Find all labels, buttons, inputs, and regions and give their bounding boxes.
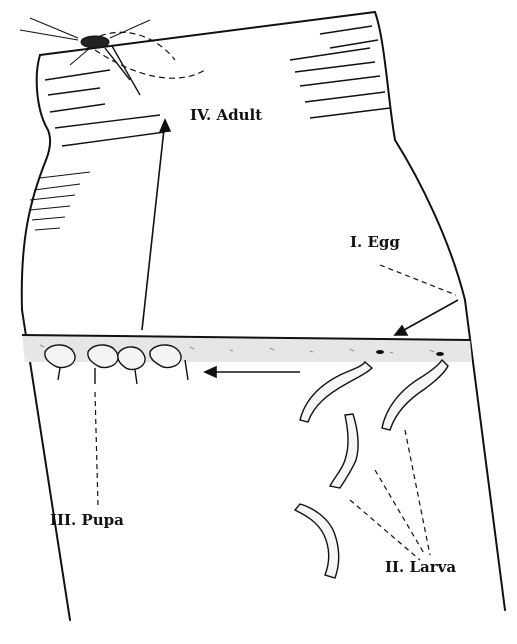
label-adult: IV. Adult [190,106,262,124]
pupa-3 [118,347,145,384]
larvae [295,360,448,578]
jar-shoulder-right [395,140,465,300]
label-egg: I. Egg [350,233,400,251]
pupa-1 [45,345,75,380]
label-larva: II. Larva [385,558,456,576]
jar-wall-right [465,300,505,610]
pointer-lines [95,265,456,560]
pupa-2 [88,345,118,384]
jar-shoulder-left [22,160,46,310]
jar-neck-left [37,55,50,160]
larva-1 [300,362,372,422]
larva-4 [295,504,339,578]
larva-2 [382,360,448,430]
pupae [45,345,188,384]
adult-mosquito [20,18,205,95]
larva-3 [330,414,358,488]
arrow-pupa-to-adult [142,120,165,330]
label-pupa: III. Pupa [50,511,124,529]
